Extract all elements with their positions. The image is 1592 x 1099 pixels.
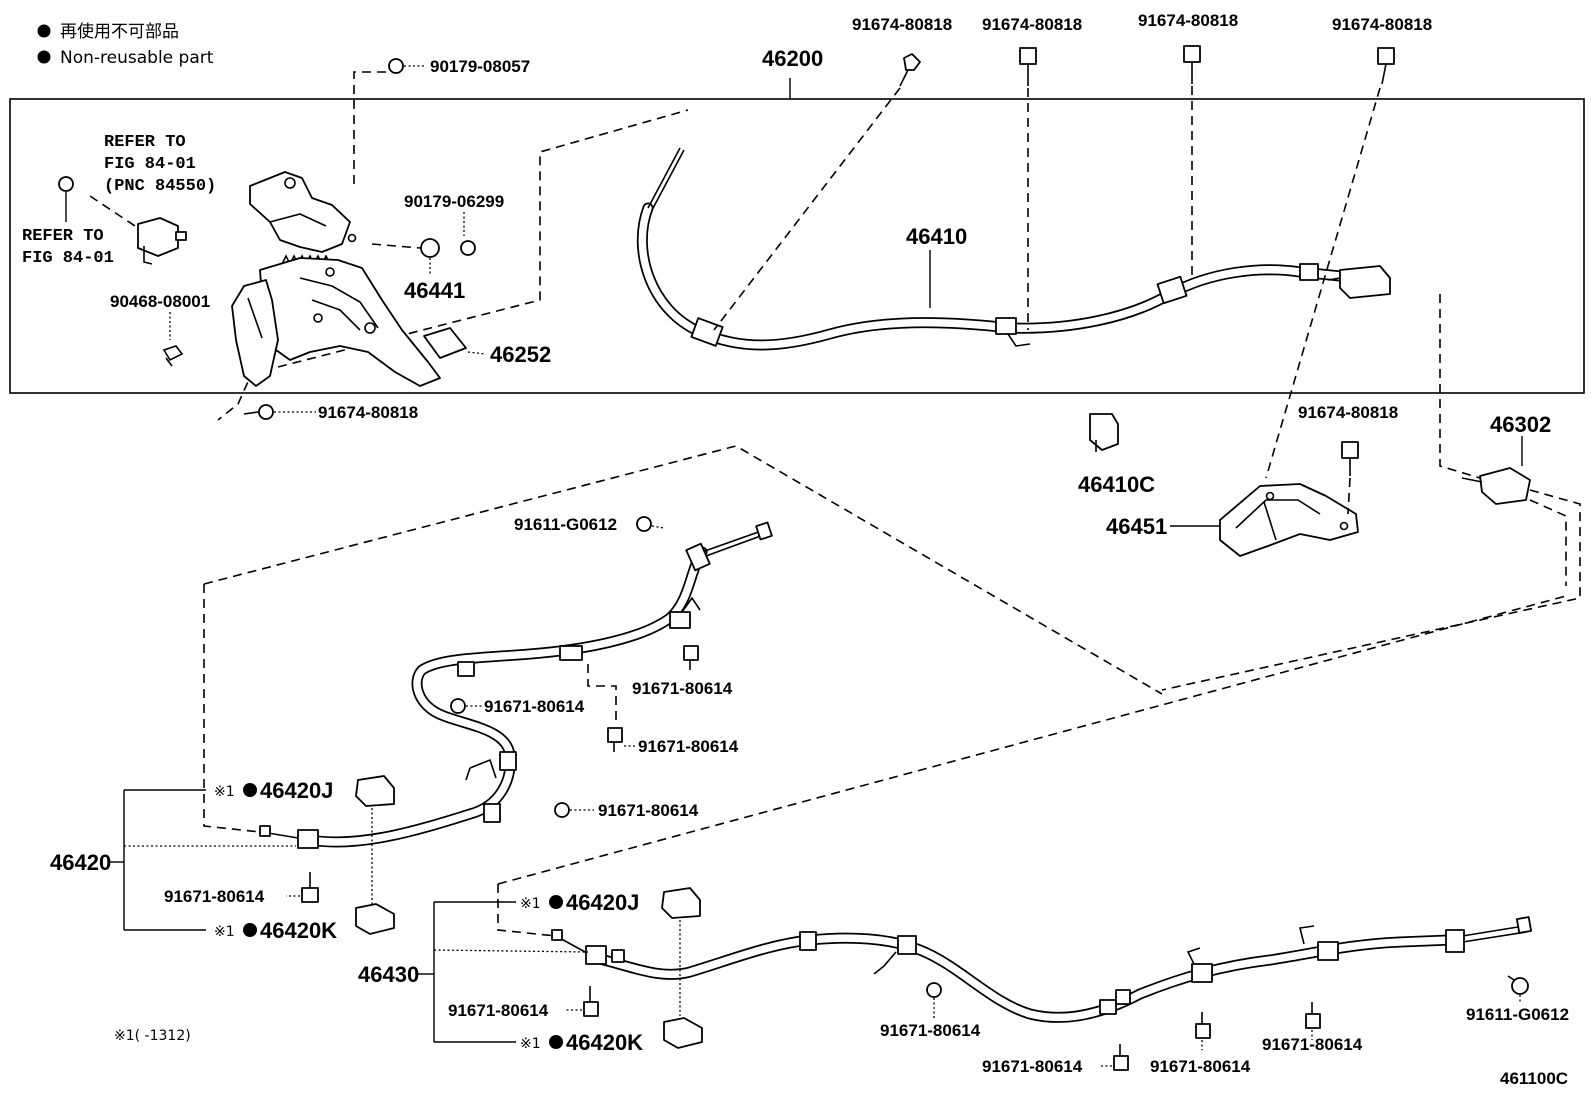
part-46420-label: 46420 [50,850,111,875]
non-reusable-dot-icon [37,24,51,38]
bolt-91674-80818-icon [258,404,274,420]
bolt-icon [1113,1055,1129,1071]
clip-90468-08001-icon [162,345,184,367]
refer-to-lower-line1: REFER TO [22,227,104,246]
part-46420J-upper-label: 46420J [260,778,333,803]
part-46430-label: 46430 [358,962,419,987]
bolt-icon [1511,977,1529,995]
part-46302-label: 46302 [1490,412,1551,437]
part-91671-80614-d-label: 91671-80614 [598,801,699,820]
bolt-icon [58,176,74,192]
bolt-icon [903,53,921,71]
part-90468-08001-label: 90468-08001 [110,292,210,311]
non-reusable-dot-icon [243,923,257,937]
part-46410C-label: 46410C [1078,472,1155,497]
bolt-icon [301,887,319,903]
clip-46420K-lower-icon [663,1017,703,1049]
part-91671-80614-b-label: 91671-80614 [484,697,585,716]
part-46200-label: 46200 [762,46,823,71]
kome-mark-46420K-lower: ※1 [520,1036,541,1052]
part-46252-icon [423,327,467,359]
refer-to-upper-line2: FIG 84-01 [104,155,196,174]
part-46410-label: 46410 [906,224,967,249]
non-reusable-dot-icon [549,1035,563,1049]
part-46252-label: 46252 [490,342,551,367]
top-bolts: 91674-80818 91674-80818 91674-80818 9167… [713,11,1432,479]
nut-46441-icon [420,238,440,258]
part-91674-80818-top4-label: 91674-80818 [1332,15,1432,34]
refer-to-upper-line1: REFER TO [104,133,186,152]
front-cable-46410 [636,147,1391,351]
part-91671-80614-j-label: 91671-80614 [1262,1035,1363,1054]
bolt-icon [1341,441,1359,459]
kome-mark-46420J: ※1 [214,784,235,800]
group-46430: 46430 ※1 46420J 91671-80614 ※1 46420K [358,887,703,1055]
part-91671-80614-g-label: 91671-80614 [880,1021,981,1040]
kome-mark-46420K: ※1 [214,924,235,940]
kome-mark-46420J-lower: ※1 [520,896,541,912]
nut-90179-08057-icon [388,58,404,74]
part-91671-80614-c-label: 91671-80614 [638,737,739,756]
bolt-icon [1377,47,1395,65]
part-46420K-upper-label: 46420K [260,918,337,943]
part-91674-80818-top1-label: 91674-80818 [852,15,952,34]
part-91674-80818-mid-label: 91674-80818 [1298,403,1398,422]
refer-to-lower-line2: FIG 84-01 [22,249,114,268]
legend-japanese: 再使用不可部品 [60,21,179,42]
part-91671-80614-e-label: 91671-80614 [164,887,265,906]
bolt-icon [1183,45,1201,63]
part-90179-08057-label: 90179-08057 [430,57,530,76]
rear-cable-46430 [551,916,1533,1023]
part-91611-G0612-lower-label: 91611-G0612 [1466,1005,1569,1024]
part-91674-80818-top3-label: 91674-80818 [1138,11,1238,30]
pedal-assembly [89,71,689,421]
switch-icon [137,217,179,257]
clip-46420K-icon [355,903,395,935]
bolt-icon [683,645,699,661]
nut-90179-06299-icon [460,240,476,256]
part-46302-icon [1479,467,1531,505]
part-91671-80614-f-label: 91671-80614 [448,1001,549,1020]
bolt-icon [926,982,942,998]
bolt-icon [636,516,652,532]
bolt-icon [1019,47,1037,65]
rear-cable-46420 [259,521,773,849]
part-91671-80614-i-label: 91671-80614 [1150,1057,1251,1076]
bracket-46451-icon [1219,483,1359,557]
non-reusable-dot-icon [243,783,257,797]
clip-46420J-lower-icon [661,887,701,919]
assembly-46200-box [9,98,1585,394]
part-91674-80818-pedal-label: 91674-80818 [318,403,418,422]
figure-code: 461100C [1500,1069,1568,1088]
bolt-icon [607,727,623,743]
legend-english: Non-reusable part [60,48,214,68]
part-91611-G0612-upper-label: 91611-G0612 [514,515,617,534]
clip-46420J-icon [355,775,395,807]
applicability-note: ※1( -1312) [114,1028,191,1044]
legend: 再使用不可部品 Non-reusable part [37,21,214,68]
bolt-icon [450,698,466,714]
part-46451-label: 46451 [1106,514,1167,539]
refer-to-upper-line3: (PNC 84550) [104,177,216,196]
part-46410C-icon [1089,413,1119,451]
bolt-icon [1305,1013,1321,1029]
part-90179-06299-label: 90179-06299 [404,192,504,211]
non-reusable-dot-icon [37,50,51,64]
bolt-icon [583,1001,599,1017]
part-91671-80614-h-label: 91671-80614 [982,1057,1083,1076]
part-46420K-lower-label: 46420K [566,1030,643,1055]
non-reusable-dot-icon [549,895,563,909]
bolt-icon [1195,1023,1211,1039]
part-46441-label: 46441 [404,278,465,303]
part-91671-80614-a-label: 91671-80614 [632,679,733,698]
bolt-icon [554,802,570,818]
part-46420J-lower-label: 46420J [566,890,639,915]
part-91674-80818-top2-label: 91674-80818 [982,15,1082,34]
group-46420: 46420 ※1 46420J 91671-80614 ※1 46420K [50,775,395,943]
